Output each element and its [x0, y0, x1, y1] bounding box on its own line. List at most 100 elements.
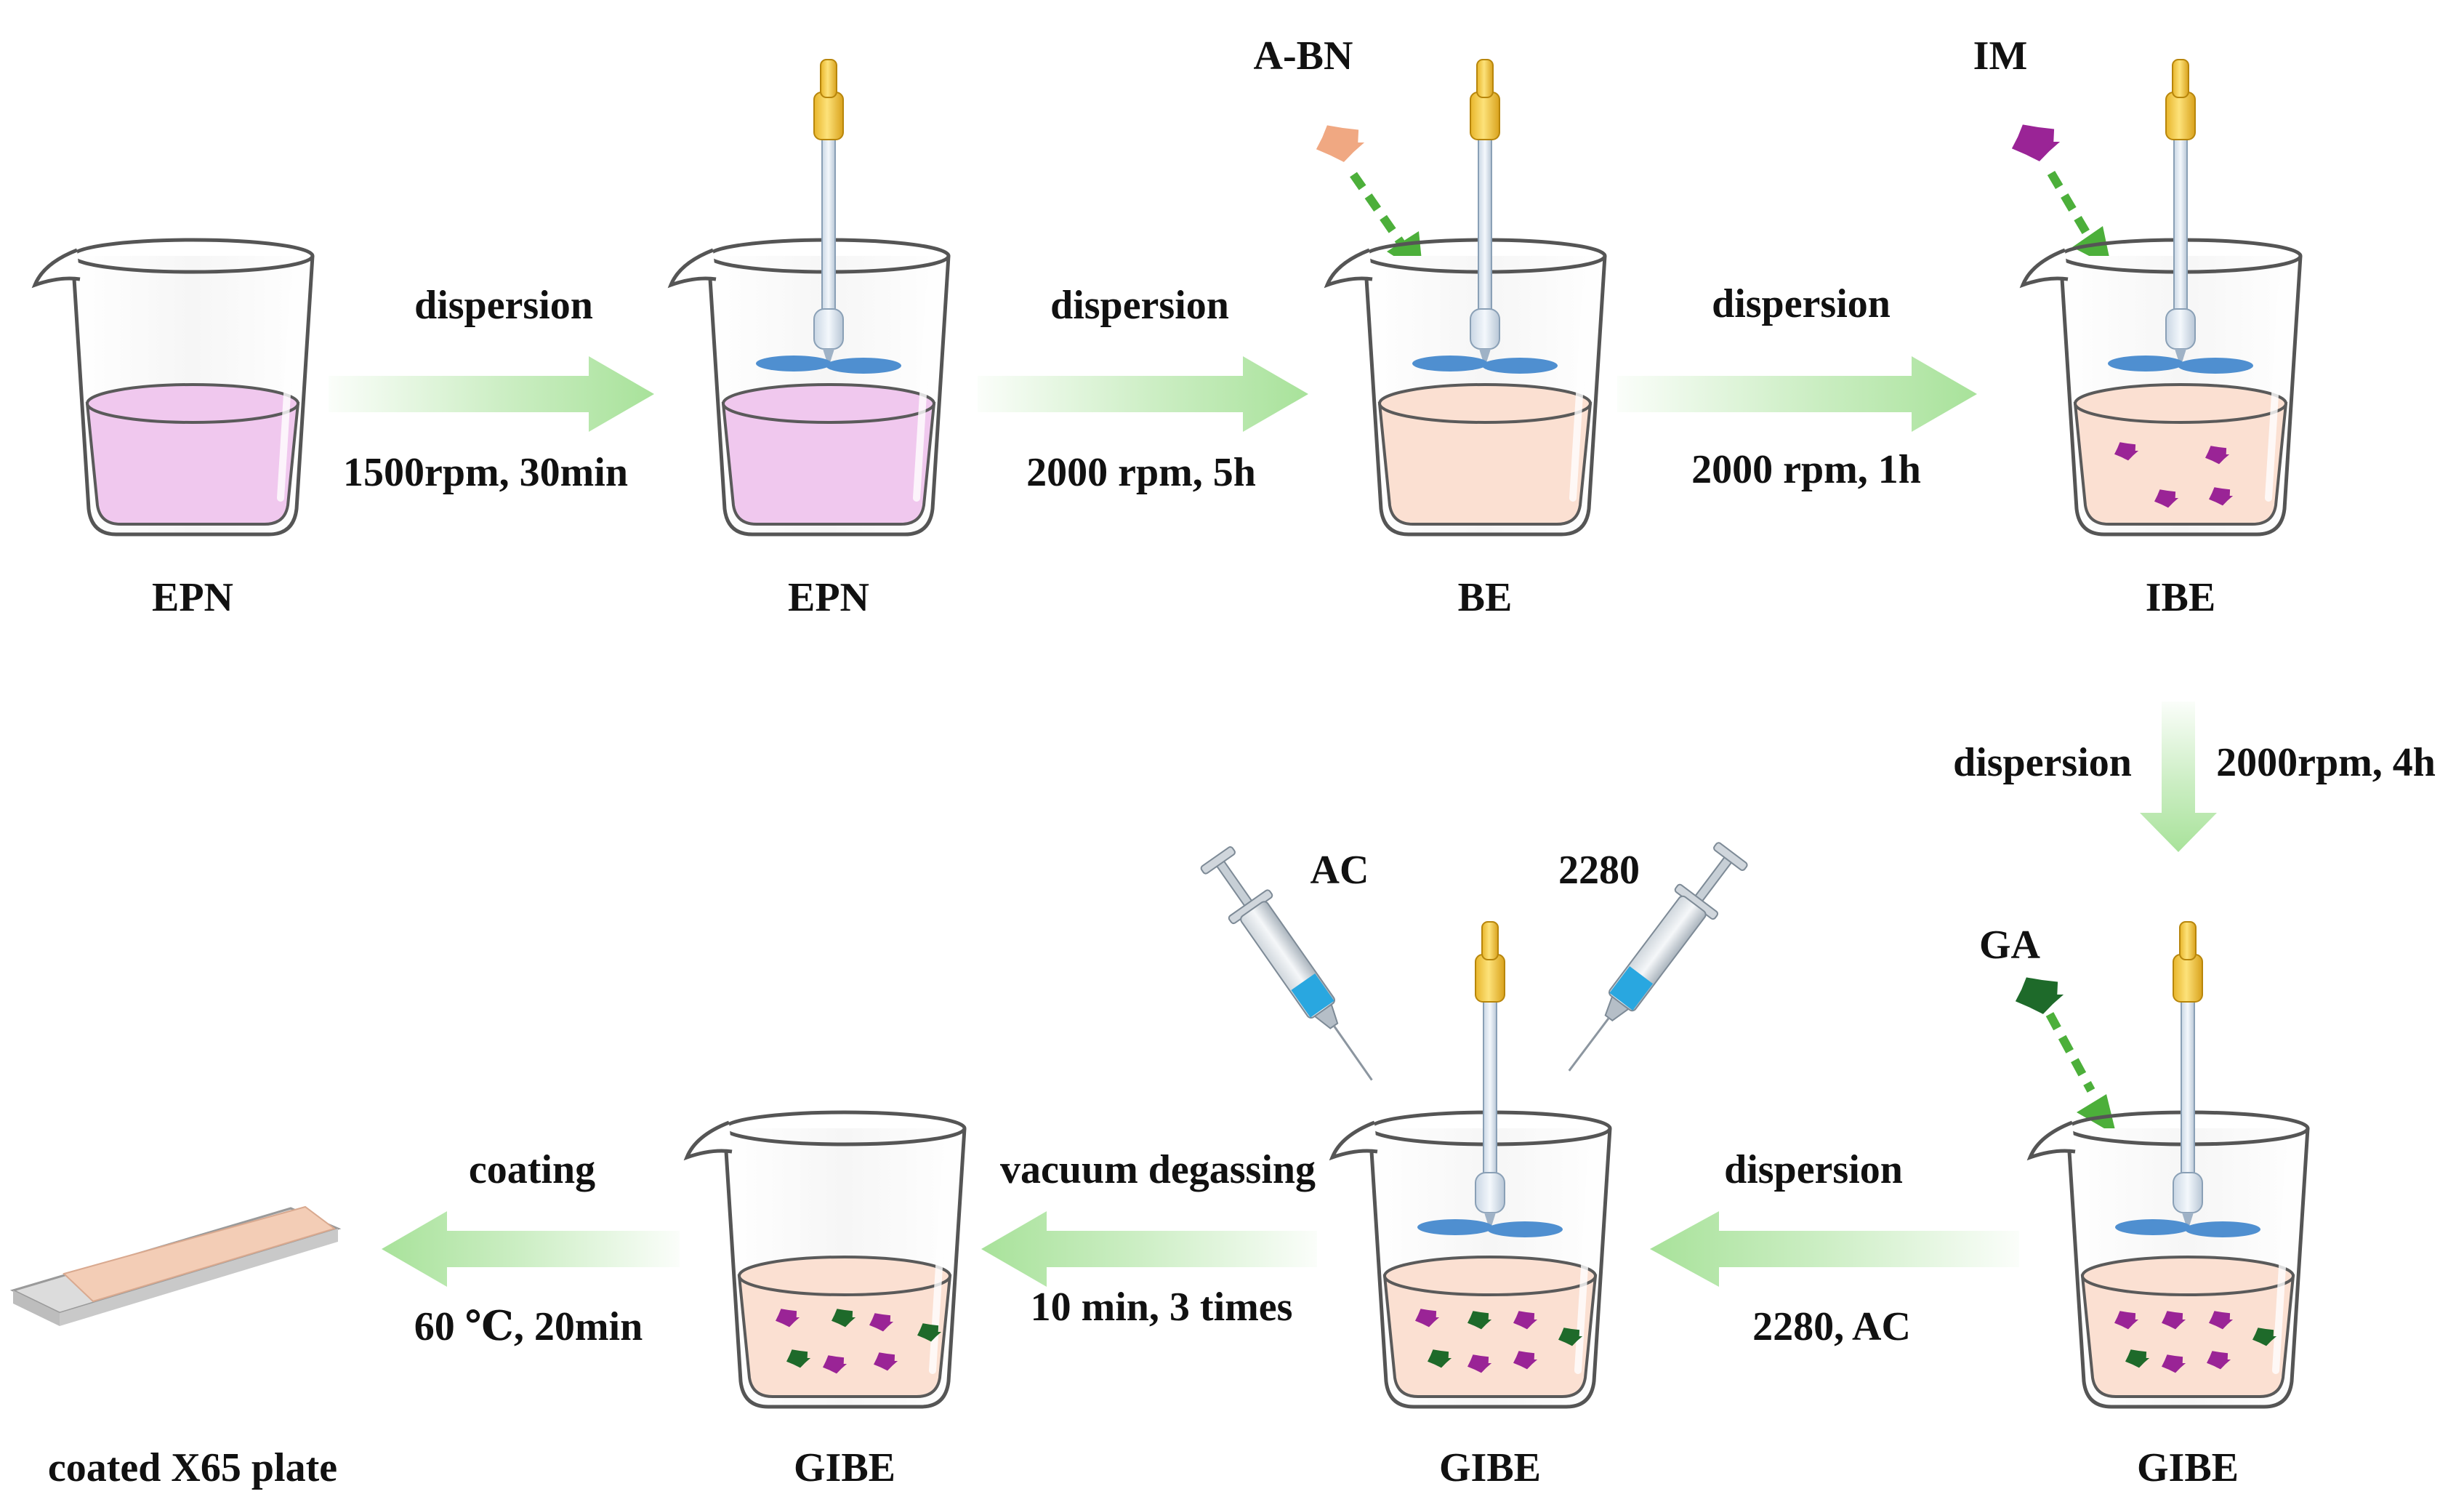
beaker-liquid	[1382, 1274, 1598, 1398]
syringe-liquid	[1291, 973, 1334, 1018]
label-step6-bottom: 10 min, 3 times	[1031, 1285, 1293, 1330]
additive-label-ac: AC	[1310, 848, 1369, 893]
liquid-surface	[2081, 1256, 2295, 1296]
product-label: coated X65 plate	[48, 1445, 337, 1490]
stirrer-tip	[1479, 349, 1491, 367]
particle-icon	[2114, 1311, 2139, 1330]
arrow-step-7	[382, 1211, 680, 1287]
arrow-step-6	[981, 1211, 1317, 1287]
ga-particle-icon	[2015, 977, 2064, 1014]
particle-icon	[2125, 1349, 2150, 1368]
particle-icon	[874, 1352, 898, 1371]
beaker-liquid	[721, 402, 936, 526]
beakers	[31, 59, 2310, 1409]
impeller-blade-right	[826, 358, 901, 374]
liquid-surface	[2074, 383, 2287, 424]
plate-coating	[63, 1205, 337, 1303]
beaker-highlight	[2272, 1160, 2292, 1374]
labels: dispersion 1500rpm, 30min dispersion 200…	[48, 33, 2436, 1490]
beaker-label-7: GIBE	[794, 1445, 895, 1490]
impeller-blade-left	[1412, 356, 1488, 372]
syringe-plunger-rod	[1694, 855, 1734, 904]
stirrer-cap-body	[1475, 954, 1505, 1003]
label-step3-bottom: 2000 rpm, 1h	[1691, 447, 1921, 492]
stirrer-rod	[2173, 128, 2188, 324]
additive-label-abn: A-BN	[1254, 33, 1353, 79]
stirrer-rod	[821, 128, 836, 324]
syringe-hub	[1604, 995, 1630, 1021]
stirrer-chuck	[813, 308, 844, 350]
stirrer-cap-body	[1470, 92, 1500, 140]
impeller-blade-left	[756, 356, 832, 372]
additive-label-ga: GA	[1979, 923, 2041, 968]
stirrer-rod	[1478, 128, 1492, 324]
particle-icon	[832, 1309, 856, 1328]
beaker-highlight	[2265, 287, 2285, 502]
stirrer-tip	[823, 349, 834, 367]
drop-arrowhead-ga	[2077, 1094, 2117, 1136]
stirrer-cap-top	[820, 59, 837, 98]
arrow-step-2	[978, 356, 1308, 432]
beaker-icon	[2019, 59, 2303, 537]
beaker-spout	[1329, 1120, 1378, 1161]
liquid-surface	[1383, 1256, 1597, 1296]
stirrer-rod	[1483, 990, 1497, 1188]
particle-icon	[1467, 1354, 1492, 1373]
particle-icon	[869, 1313, 894, 1332]
stirrer-cap-body	[2173, 954, 2203, 1003]
impeller-blade-right	[1482, 358, 1558, 374]
impeller-blade-right	[2178, 358, 2253, 374]
label-step5-bottom: 2280, AC	[1752, 1304, 1911, 1349]
syringe-needle	[1568, 1017, 1610, 1072]
beaker-icon	[683, 1110, 967, 1409]
plate-side	[13, 1290, 60, 1326]
liquid-surface	[1378, 383, 1592, 424]
particle-icon	[776, 1309, 800, 1328]
particle-icon	[1513, 1351, 1538, 1370]
stirrer-icon	[1417, 921, 1563, 1237]
im-particle-icon	[2011, 124, 2061, 161]
stirrer-chuck	[2173, 1172, 2203, 1213]
stirrer-rod	[2181, 990, 2195, 1188]
particle-icon	[2162, 1354, 2186, 1373]
stirrer-icon	[756, 59, 901, 374]
particle-icon	[823, 1355, 847, 1374]
beaker-icon	[667, 59, 951, 537]
syringe-liquid	[1609, 966, 1654, 1011]
beaker-liquid	[737, 1274, 952, 1398]
stirrer-tip	[1484, 1213, 1496, 1231]
label-step6-top: vacuum degassing	[1000, 1147, 1316, 1192]
arrow-step-1	[329, 356, 654, 432]
label-step3-top: dispersion	[1712, 281, 1891, 326]
syringes	[1200, 842, 1748, 1081]
beaker-liquid	[85, 402, 300, 526]
label-step4-left: dispersion	[1953, 740, 2132, 785]
stirrer-chuck	[1475, 1172, 1505, 1213]
arrow-step-5	[1650, 1211, 2019, 1287]
plate-front	[60, 1229, 338, 1326]
drop-arrow-im	[2047, 170, 2096, 245]
beaker-liquid	[1377, 402, 1593, 526]
impeller-blade-left	[1417, 1219, 1493, 1235]
particle-icon	[2154, 489, 2179, 508]
label-step7-bottom: 60 ℃, 20min	[414, 1304, 643, 1349]
label-step1-bottom: 1500rpm, 30min	[343, 450, 628, 495]
additive-label-im: IM	[1973, 33, 2028, 79]
impeller-blade-right	[2185, 1221, 2260, 1237]
particle-icon	[2209, 487, 2234, 506]
stirrer-tip	[2182, 1213, 2194, 1231]
label-step7-top: coating	[469, 1147, 595, 1192]
particle-icon	[2205, 446, 2230, 465]
syringe-needle	[1333, 1025, 1373, 1081]
beaker-label-5: GIBE	[2137, 1445, 2239, 1490]
beaker-spout	[2019, 248, 2069, 289]
drop-arrow-abn	[1350, 172, 1410, 254]
beaker-label-2: EPN	[788, 575, 869, 620]
particle-icon	[1467, 1311, 1492, 1330]
impeller-blade-left	[2115, 1219, 2191, 1235]
stirrer-cap-top	[2172, 59, 2189, 98]
beaker-label-1: EPN	[152, 575, 233, 620]
stirrer-chuck	[1470, 308, 1500, 350]
